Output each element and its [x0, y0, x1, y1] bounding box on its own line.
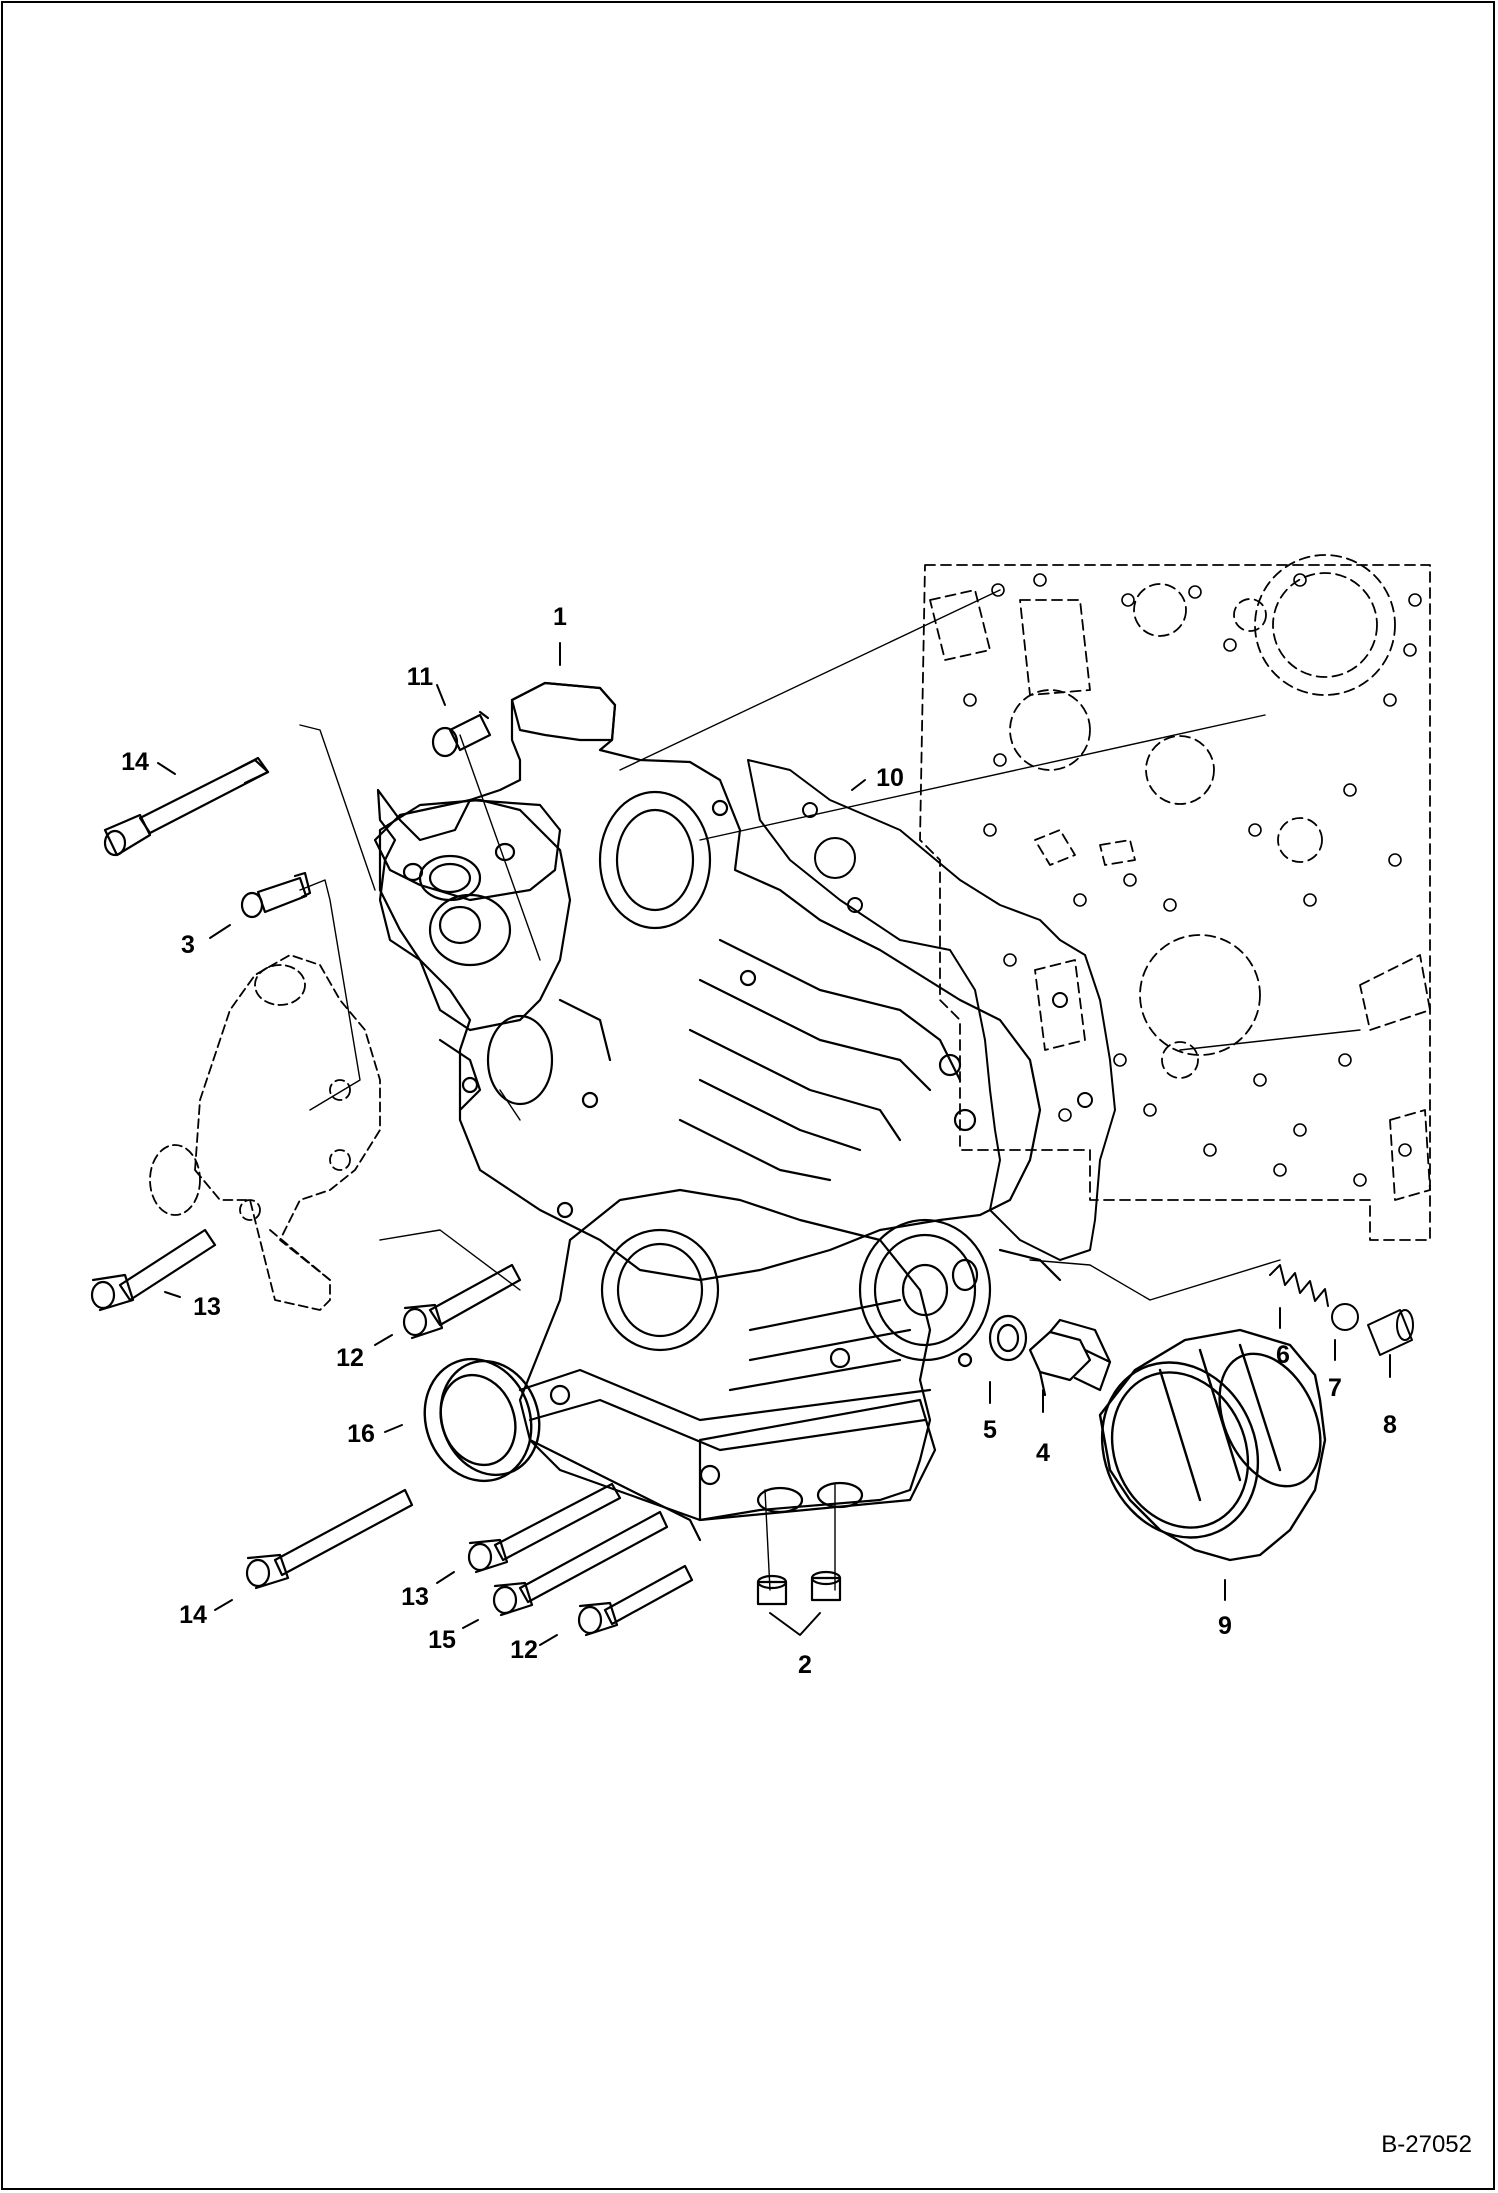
- gear-case-cover: [376, 681, 1042, 1282]
- lower-housing: [518, 1188, 937, 1542]
- gasket: [747, 759, 1116, 1261]
- callout-4: 4: [1036, 1439, 1050, 1467]
- callout-11: 11: [406, 663, 434, 691]
- callout-12-upper: 12: [336, 1344, 364, 1372]
- bolt-15: [492, 1510, 669, 1617]
- bolt-13-lower: [467, 1482, 622, 1574]
- callout-14-lower: 14: [179, 1601, 207, 1629]
- callout-14-upper: 14: [121, 748, 149, 776]
- bolt-11: [431, 710, 492, 758]
- callout-16: 16: [347, 1420, 375, 1448]
- water-pump: [149, 954, 381, 1311]
- callout-8: 8: [1383, 1411, 1397, 1439]
- o-ring-5: [988, 1314, 1028, 1362]
- callout-2: 2: [798, 1651, 812, 1679]
- callout-9: 9: [1218, 1612, 1232, 1640]
- callout-13-lower: 13: [401, 1583, 429, 1611]
- ball-7: [1331, 1303, 1359, 1331]
- engine-block: [919, 554, 1431, 1241]
- bolt-14-upper: [103, 756, 270, 857]
- oil-filter-flange: [858, 1218, 1062, 1368]
- bolt-14-lower: [245, 1488, 414, 1590]
- spring-6: [1269, 1264, 1329, 1307]
- bolt-12-lower: [577, 1564, 694, 1637]
- leader-lines: [157, 642, 1391, 1646]
- callout-1: 1: [553, 603, 567, 631]
- bolt-13-upper: [90, 1228, 217, 1312]
- oil-seal-16: [423, 1357, 541, 1483]
- callout-5: 5: [983, 1416, 997, 1444]
- callout-6: 6: [1276, 1341, 1290, 1369]
- fitting-4: [1028, 1318, 1112, 1397]
- document-id: B-27052: [1381, 2131, 1472, 2158]
- oil-filter-9: [1098, 1328, 1327, 1562]
- callout-7: 7: [1328, 1374, 1342, 1402]
- callout-13-upper: 13: [193, 1293, 221, 1321]
- alignment-lines: [299, 589, 1361, 1591]
- callout-15: 15: [428, 1626, 456, 1654]
- callout-10: 10: [876, 764, 904, 792]
- plug-3: [240, 871, 312, 919]
- callout-12-lower: 12: [510, 1636, 538, 1664]
- plug-8: [1367, 1309, 1414, 1356]
- thermostat-housing: [373, 798, 562, 902]
- bolt-12-upper: [402, 1263, 522, 1340]
- plugs-2: [756, 1570, 842, 1606]
- engine-block-bolt-holes: [963, 573, 1422, 1187]
- callout-3: 3: [181, 931, 195, 959]
